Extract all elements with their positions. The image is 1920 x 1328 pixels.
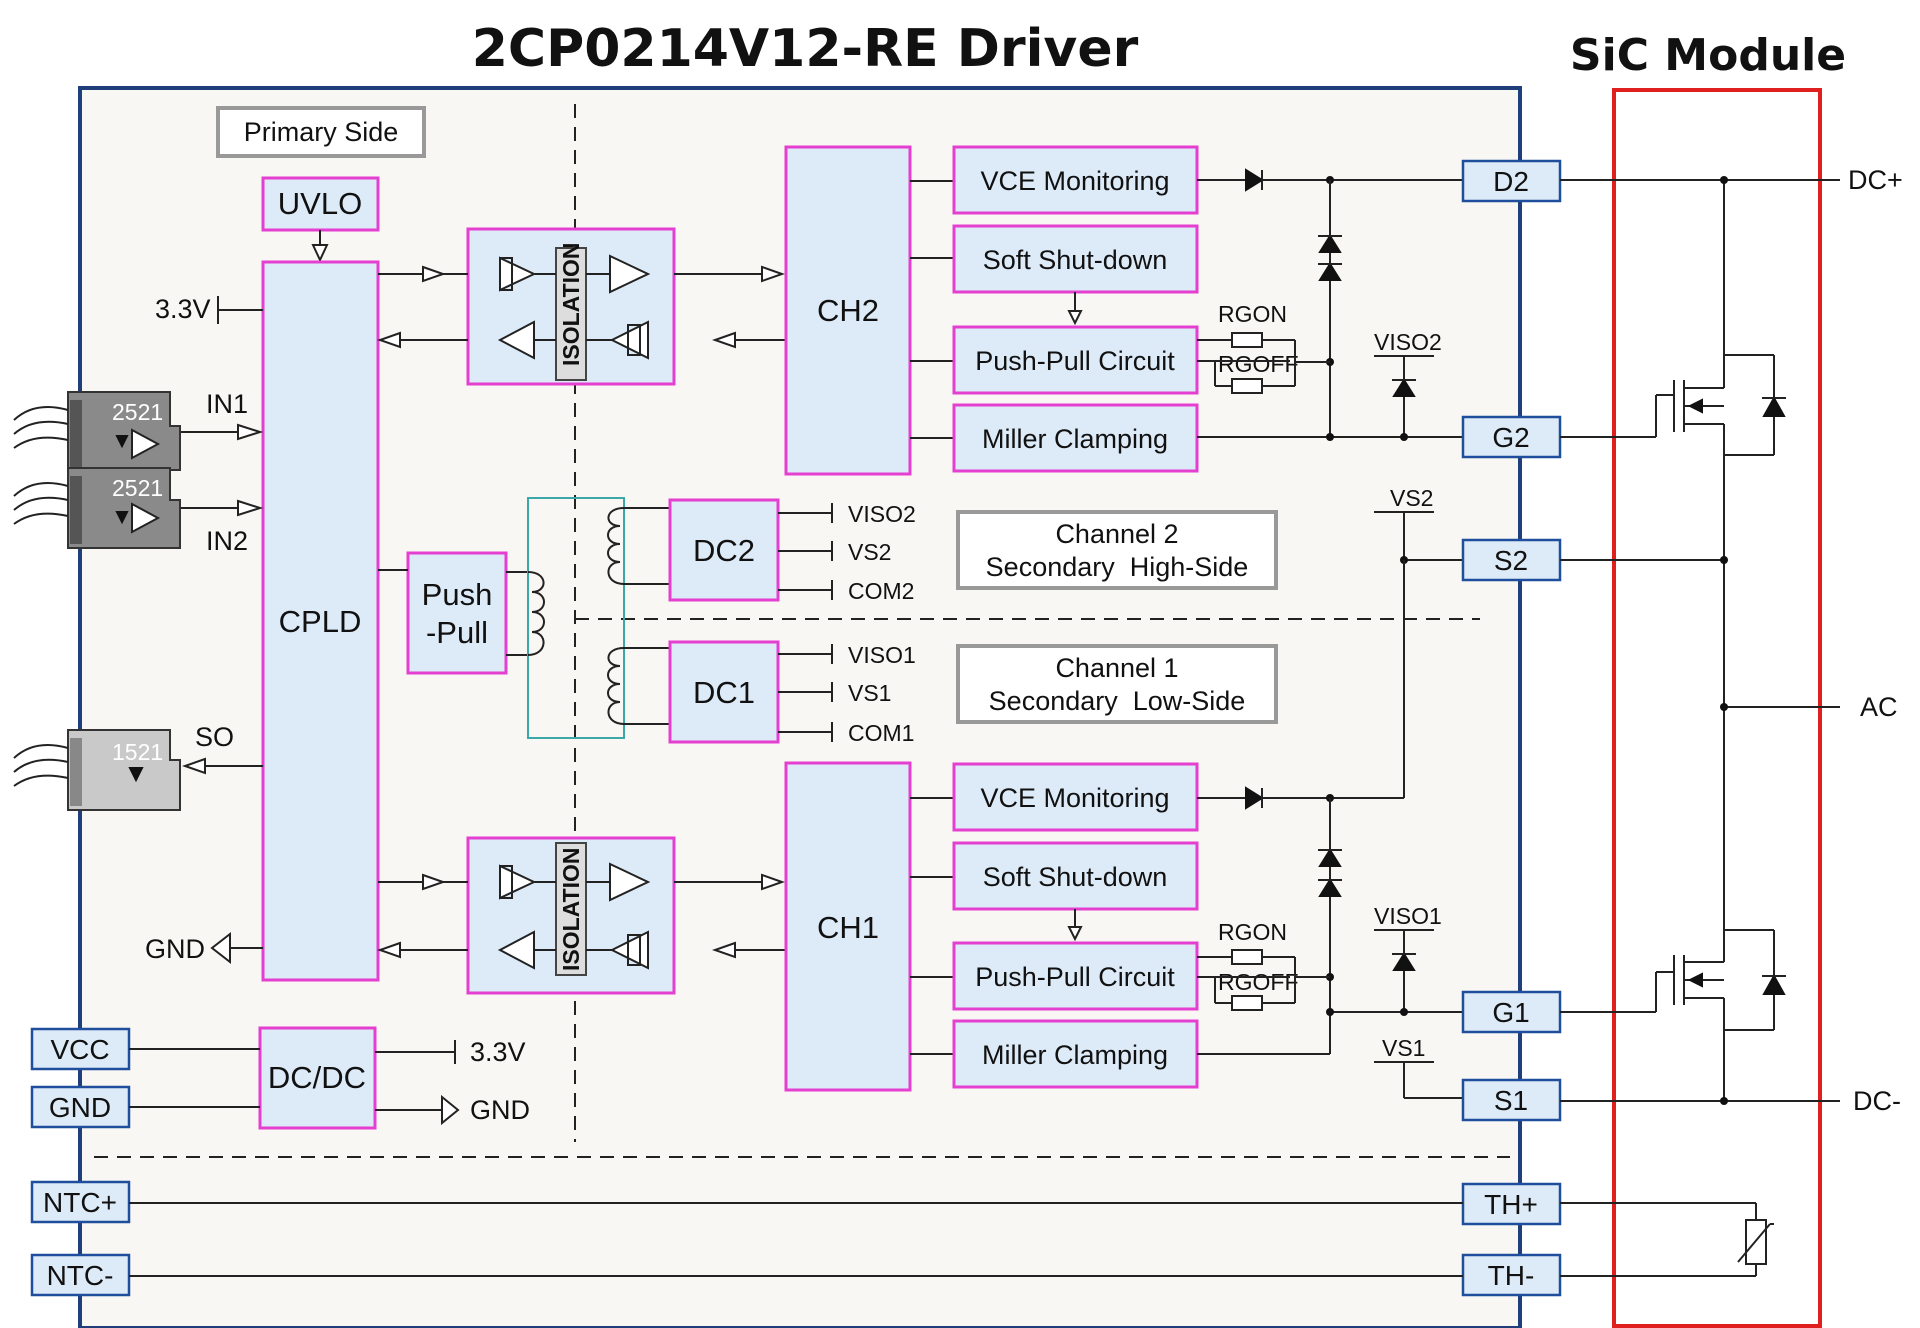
dcdc-label: DC/DC [268,1060,366,1095]
pin-ntc-plus [30,1180,131,1224]
ch1-vce-monitoring-label: VCE Monitoring [980,783,1169,813]
ch2-vs2-label: VS2 [1390,485,1433,511]
dc2-out-com2: COM2 [848,578,914,604]
ch1-soft-shutdown-block [952,841,1199,911]
dc1-out-vs1: VS1 [848,680,891,706]
pin-d2-label: D2 [1493,166,1529,197]
isolation-label-ch1: ISOLATION [558,847,584,971]
so-label: SO [195,722,234,752]
ch2-rgoff-label: RGOFF [1218,351,1299,377]
sic-module-circuit [1560,176,1840,1277]
pin-s1 [1461,1078,1562,1122]
opto-so-part-label: 1521 [112,739,163,765]
cpld-3v3-label: 3.3V [155,294,211,324]
in1-label: IN1 [206,389,248,419]
ch2-block [784,145,912,476]
cpld-label: CPLD [279,604,362,639]
ch1-label: CH1 [817,910,879,945]
ch1-push-pull-block [952,941,1199,1011]
ch2-push-pull-block [952,325,1199,395]
dc1-out-com1: COM1 [848,720,914,746]
terminal-ac: AC [1860,692,1898,722]
uvlo-arrow [311,244,329,263]
transformer-secondary-coil-1 [607,647,625,725]
ch1-block [784,761,912,1092]
dc2-block [668,498,780,602]
dc2-out-vs2: VS2 [848,539,891,565]
ch2-label: CH2 [817,293,879,328]
ch2-push-pull-label: Push-Pull Circuit [975,346,1175,376]
opto-in2-part-label: 2521 [112,475,163,501]
ch2-miller-clamping-block [952,403,1199,473]
dcdc-3v3-label: 3.3V [470,1037,526,1067]
opto-in1-part-label: 2521 [112,399,163,425]
uvlo-label: UVLO [278,186,362,221]
dc1-block [668,640,780,744]
dcdc-gnd-label: GND [470,1095,530,1125]
ch1-push-pull-label: Push-Pull Circuit [975,962,1175,992]
pin-s2-label: S2 [1494,545,1528,576]
isolator-ch1: ISOLATION [466,836,676,995]
push-pull-label-line1: Push [422,577,493,612]
channel1-box [956,644,1278,724]
transformer-secondary-coil-2 [607,507,625,585]
pin-th-minus [1461,1253,1562,1297]
pin-g1-label: G1 [1492,997,1529,1028]
pin-ntc-minus [30,1253,131,1297]
dc2-out-viso2: VISO2 [848,501,916,527]
pin-g2-label: G2 [1492,422,1529,453]
isolator-ch2: ISOLATION [466,227,676,386]
in2-label: IN2 [206,526,248,556]
sic-module-title: SiC Module [1570,30,1846,81]
ch2-rgon-label: RGON [1218,301,1287,327]
ch2-soft-shutdown-label: Soft Shut-down [983,245,1168,275]
pin-ntc-minus-label: NTC- [47,1260,114,1291]
ch1-rgoff-label: RGOFF [1218,969,1299,995]
driver-title: 2CP0214V12-RE Driver [472,19,1139,79]
pin-ntc-plus-label: NTC+ [43,1187,117,1218]
pin-s1-label: S1 [1494,1085,1528,1116]
optocoupler-in1: 2521 [13,391,181,471]
cpld-gnd-label: GND [145,934,205,964]
ch1-vs1-label: VS1 [1382,1035,1425,1061]
ch1-soft-shutdown-label: Soft Shut-down [983,862,1168,892]
uvlo-block [261,176,380,232]
ch2-vce-monitoring-label: VCE Monitoring [980,166,1169,196]
ch2-vce-monitoring-block [952,145,1199,215]
transformer-primary-coil [527,571,545,656]
primary-side-box [216,106,426,158]
push-pull-block [406,551,508,675]
ch2-viso2-label: VISO2 [1374,329,1442,355]
optocoupler-so: 1521 [13,729,181,811]
ch1-miller-clamping-label: Miller Clamping [982,1040,1168,1070]
pin-vcc-label: VCC [50,1034,109,1065]
channel2-title: Channel 2 [1055,519,1178,549]
ch2-miller-clamping-label: Miller Clamping [982,424,1168,454]
pin-th-plus-label: TH+ [1484,1189,1538,1220]
ch1-vce-monitoring-block [952,762,1199,832]
dcdc-block [258,1026,377,1130]
pin-vcc [30,1027,131,1071]
channel2-box [956,510,1278,590]
dc2-label: DC2 [693,533,755,568]
terminal-dc-minus: DC- [1853,1086,1901,1116]
push-pull-label-line2: -Pull [426,615,488,650]
pin-gnd-label: GND [49,1092,111,1123]
channel1-subtitle: Secondary Low-Side [989,686,1246,716]
channel2-subtitle: Secondary High-Side [986,552,1249,582]
cpld-block [261,260,380,982]
ch1-viso1-label: VISO1 [1374,903,1442,929]
dc1-label: DC1 [693,675,755,710]
isolation-label-ch2: ISOLATION [558,242,584,366]
primary-side-label: Primary Side [244,117,399,147]
dc1-out-viso1: VISO1 [848,642,916,668]
pin-th-minus-label: TH- [1488,1260,1535,1291]
channel1-title: Channel 1 [1055,653,1178,683]
ch1-rgon-label: RGON [1218,919,1287,945]
transformer-box [527,497,625,739]
terminal-dc-plus: DC+ [1848,165,1903,195]
optocoupler-in2: 2521 [13,467,181,549]
